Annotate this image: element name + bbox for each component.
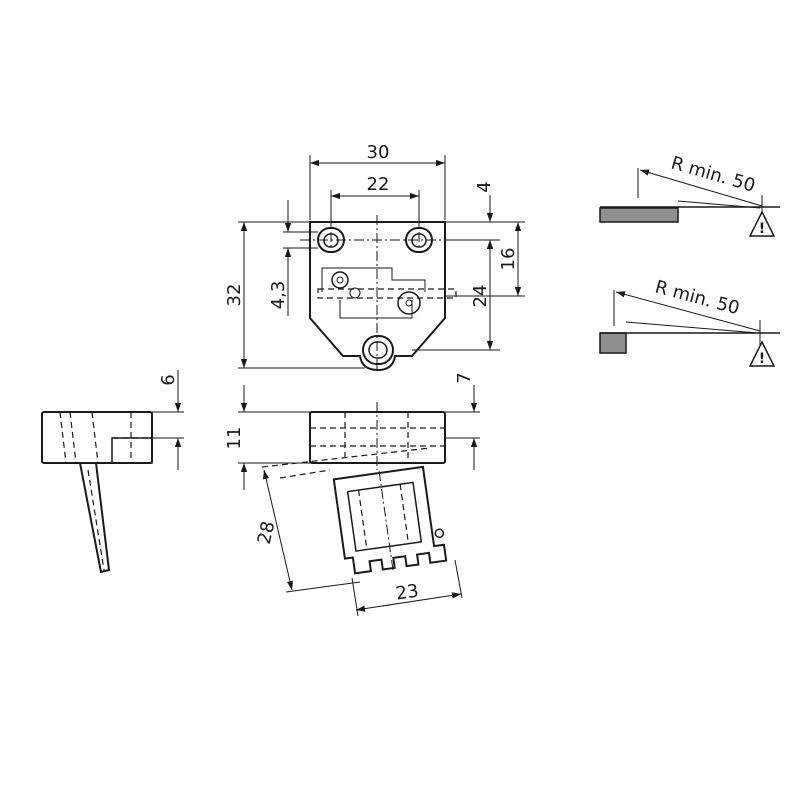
svg-text:!: ! — [759, 221, 765, 237]
dim-top-width-holes: 22 — [367, 174, 390, 195]
warning-triangle-icon: ! — [748, 340, 776, 367]
dim-side-height-11: 11 — [224, 427, 245, 450]
front-body — [309, 411, 446, 464]
dim-actuator-width-23: 23 — [394, 581, 420, 605]
switch-block-2 — [599, 332, 627, 354]
actuator-key — [332, 465, 448, 575]
dim-actuator-height-28: 28 — [254, 519, 280, 546]
dim-side-height-7: 7 — [454, 372, 475, 383]
mounting-slot-bottom — [362, 335, 394, 365]
bend-detail-bottom: R min. 50 ! — [599, 277, 780, 367]
dim-top-hole-offset: 4 — [474, 181, 495, 192]
dim-top-height-32: 32 — [224, 284, 245, 307]
dim-side-height-6: 6 — [158, 374, 179, 385]
bend-radius-note-2: R min. 50 — [653, 277, 742, 320]
dim-top-height-24: 24 — [470, 285, 491, 308]
warning-triangle-icon: ! — [748, 210, 776, 237]
svg-text:!: ! — [759, 351, 765, 367]
side-view-left: 6 — [41, 370, 184, 574]
top-view: 30 22 4 24 16 32 4,3 — [224, 142, 525, 372]
actuator-rail — [317, 288, 457, 299]
dim-top-hole-dia: 4,3 — [268, 281, 289, 310]
side-actuator — [78, 462, 111, 574]
dim-top-width-outer: 30 — [367, 142, 390, 163]
switch-block-1 — [599, 207, 679, 223]
bend-detail-top: R min. 50 ! — [599, 153, 780, 237]
front-view: 11 7 28 23 — [224, 372, 480, 617]
dim-top-height-16: 16 — [498, 248, 519, 271]
bend-radius-note-1: R min. 50 — [669, 153, 758, 197]
